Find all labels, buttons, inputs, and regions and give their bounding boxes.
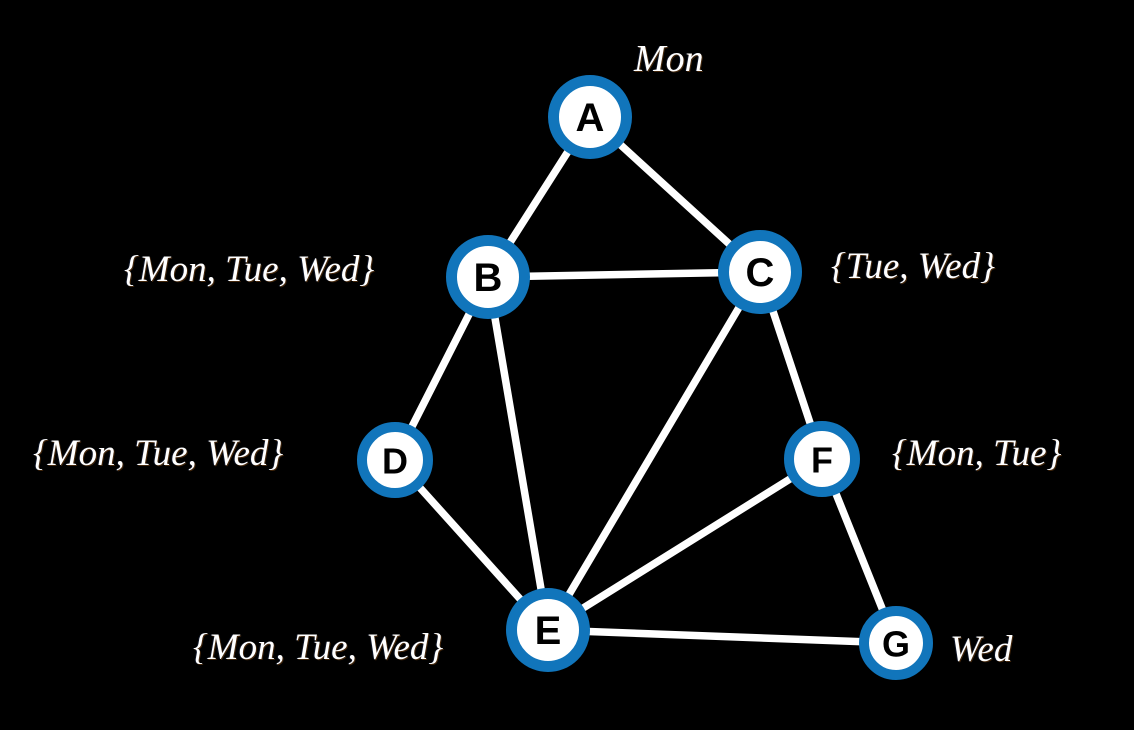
node-f[interactable]: F: [784, 421, 860, 497]
domain-label-e: {Mon, Tue, Wed}: [193, 627, 444, 668]
node-label-g: G: [882, 624, 910, 665]
node-circle-b: [446, 235, 530, 319]
node-circle-f: [784, 421, 860, 497]
node-b[interactable]: B: [446, 235, 530, 319]
node-label-f: F: [811, 440, 833, 481]
node-label-b: B: [474, 256, 503, 300]
domain-label-a: Mon: [634, 38, 704, 80]
node-circle-e: [506, 588, 590, 672]
domain-label-g: Wed: [950, 629, 1013, 670]
node-g[interactable]: G: [859, 606, 933, 680]
edge-c-e: [544, 268, 764, 634]
edge-e-g: [544, 626, 900, 647]
edge-b-c: [484, 268, 764, 281]
node-circle-a: [548, 75, 632, 159]
node-label-e: E: [535, 609, 562, 653]
edge-e-f: [544, 455, 826, 634]
node-label-a: A: [576, 96, 605, 140]
node-label-c: C: [746, 251, 775, 295]
edge-layer: [391, 113, 900, 647]
node-circle-d: [357, 422, 433, 498]
edge-b-e: [484, 273, 552, 634]
domain-label-d: {Mon, Tue, Wed}: [33, 433, 284, 474]
node-circle-g: [859, 606, 933, 680]
node-a[interactable]: A: [548, 75, 632, 159]
node-d[interactable]: D: [357, 422, 433, 498]
domain-label-f: {Mon, Tue}: [892, 433, 1062, 474]
domain-label-b: {Mon, Tue, Wed}: [124, 249, 375, 290]
node-label-d: D: [382, 441, 408, 482]
domain-label-c: {Tue, Wed}: [831, 246, 995, 287]
node-e[interactable]: E: [506, 588, 590, 672]
node-layer: A B C D E F G: [357, 75, 933, 680]
node-c[interactable]: C: [718, 230, 802, 314]
node-circle-c: [718, 230, 802, 314]
